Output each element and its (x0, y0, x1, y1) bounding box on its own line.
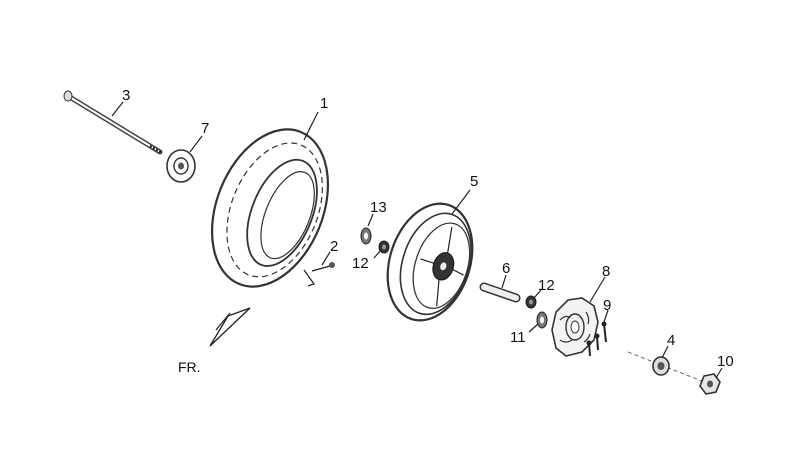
disc-bolts-part (586, 321, 607, 357)
spacer-left-part (378, 240, 390, 254)
callout-9: 9 (603, 297, 611, 314)
callout-2: 2 (330, 238, 338, 255)
callout-13: 13 (370, 199, 387, 216)
callout-10: 10 (717, 353, 734, 370)
axle-nut-part (699, 373, 721, 395)
collar-part (652, 356, 670, 376)
callout-3: 3 (122, 87, 130, 104)
callout-12-left: 12 (352, 255, 369, 272)
bearing-right-part (536, 311, 548, 329)
front-direction-label: FR. (178, 359, 201, 375)
spacer-tube-part (479, 282, 521, 303)
rim-part (386, 202, 474, 322)
side-collar-part (166, 149, 196, 183)
callout-4: 4 (667, 332, 675, 349)
front-direction-arrow (209, 307, 251, 347)
callout-1: 1 (320, 95, 328, 112)
axle-part (63, 90, 163, 155)
callout-7: 7 (201, 120, 209, 137)
leader-lines (111, 101, 723, 379)
callout-8: 8 (602, 263, 610, 280)
tire-part (210, 128, 330, 288)
callout-11: 11 (510, 329, 526, 346)
valve-part (303, 262, 335, 287)
callout-12-right: 12 (538, 277, 555, 294)
brake-disc-part (551, 297, 599, 357)
callout-5: 5 (470, 173, 478, 190)
axis-centerline (627, 351, 713, 386)
spacer-right-part (525, 295, 537, 309)
callout-6: 6 (502, 260, 510, 277)
bearing-left-part (360, 227, 372, 245)
